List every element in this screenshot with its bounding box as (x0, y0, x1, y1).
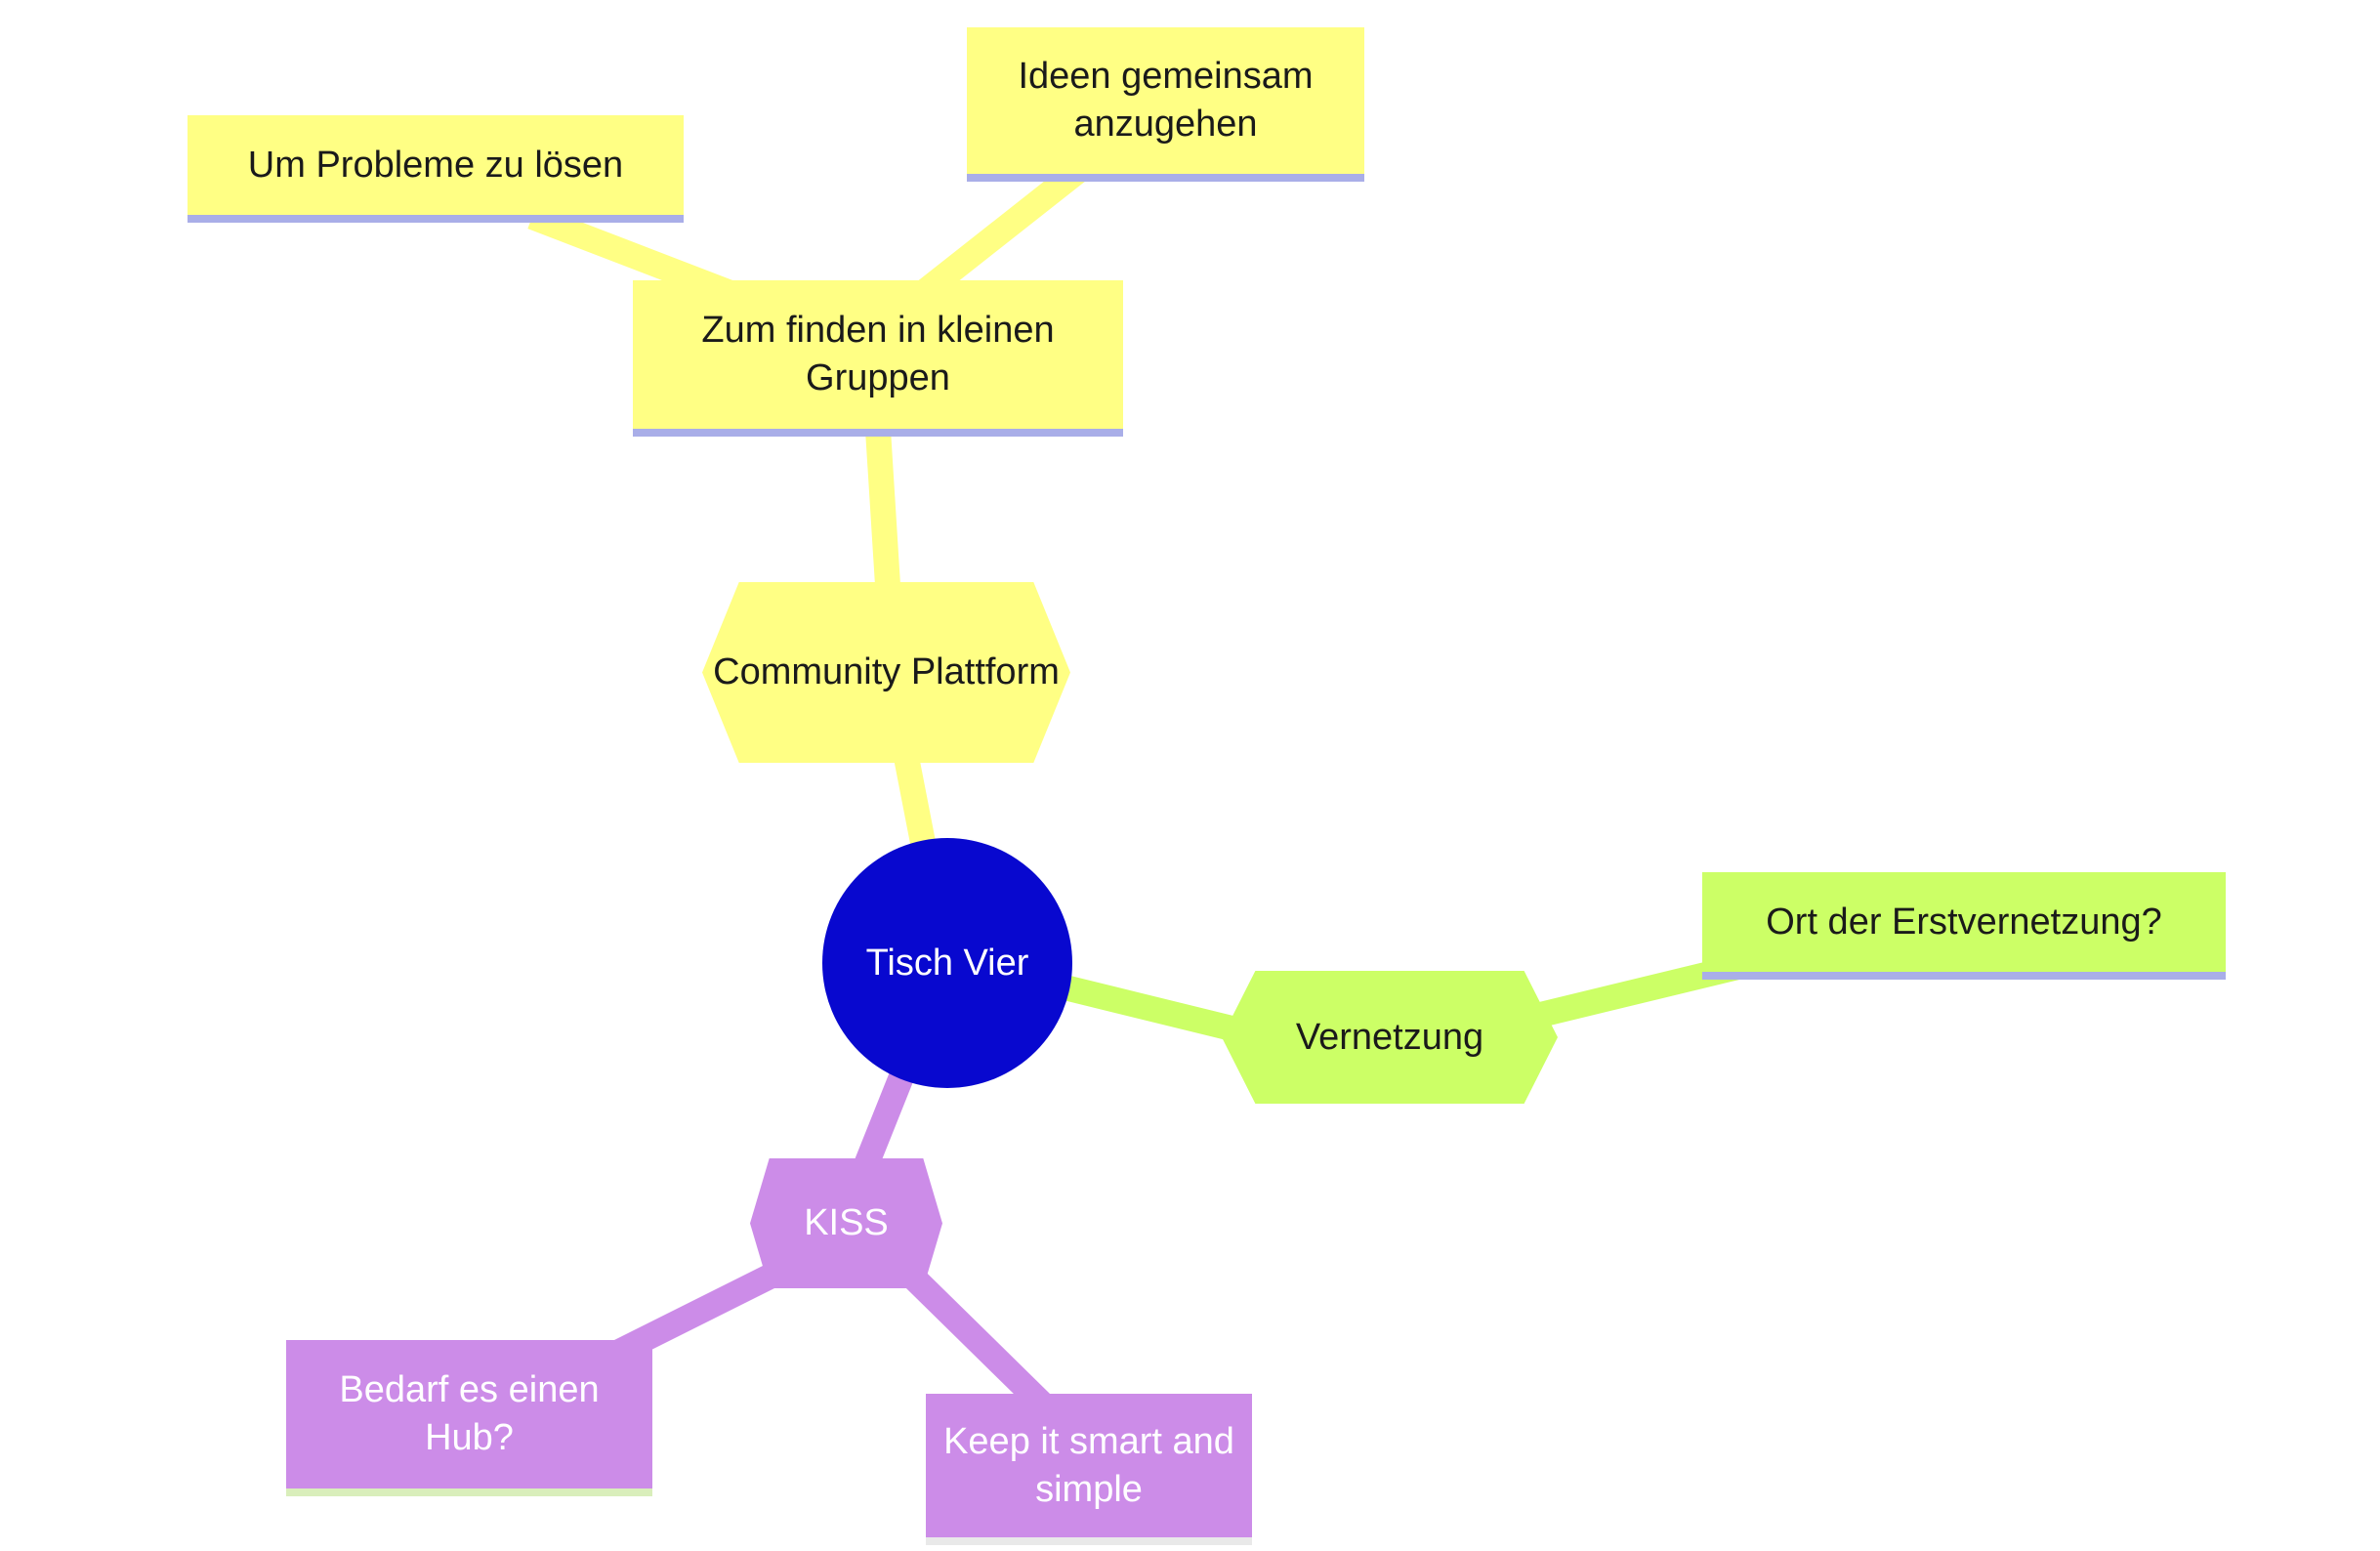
node-label: Vernetzung (1295, 1016, 1484, 1058)
node-label: Community Plattform (713, 651, 1060, 693)
node-ort-der-erstvernetzung[interactable]: Ort der Erstvernetzung? (1702, 872, 2226, 980)
node-um-probleme-zu-loesen[interactable]: Um Probleme zu lösen (188, 115, 684, 223)
node-label: Ideen gemeinsam anzugehen (1018, 56, 1314, 145)
node-keep-it-smart-and-simple[interactable]: Keep it smart and simple (926, 1394, 1252, 1545)
node-bedarf-es-einen-hub[interactable]: Bedarf es einen Hub? (286, 1340, 652, 1496)
node-label: Ort der Erstvernetzung? (1766, 901, 2162, 943)
node-label: KISS (804, 1202, 889, 1244)
node-community-plattform[interactable]: Community Plattform (702, 582, 1070, 763)
node-ideen-gemeinsam-anzugehen[interactable]: Ideen gemeinsam anzugehen (967, 27, 1364, 182)
node-tisch-vier-center[interactable]: Tisch Vier (822, 838, 1072, 1088)
edge-ideen-to-zum-finden (904, 155, 1093, 312)
node-zum-finden-in-kleinen-gruppen[interactable]: Zum finden in kleinen Gruppen (633, 280, 1123, 437)
node-kiss[interactable]: KISS (750, 1158, 942, 1288)
node-label: Tisch Vier (865, 942, 1029, 984)
node-label: Zum finden in kleinen Gruppen (701, 310, 1055, 398)
node-label: Keep it smart and simple (943, 1420, 1234, 1510)
node-label: Bedarf es einen Hub? (339, 1369, 600, 1458)
node-vernetzung[interactable]: Vernetzung (1222, 971, 1558, 1104)
edge-zum-finden-to-community (865, 429, 901, 602)
node-label: Um Probleme zu lösen (247, 144, 624, 186)
